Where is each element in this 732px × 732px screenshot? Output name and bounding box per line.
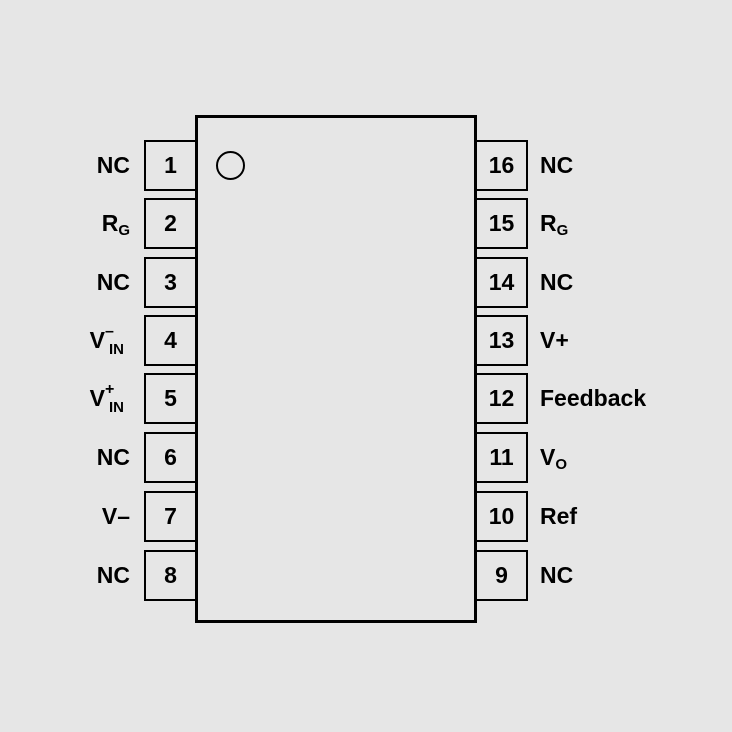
pin-8-box: 8: [144, 550, 195, 601]
pin-3-label-text: NC: [96, 269, 130, 295]
pin-5-box: 5: [144, 373, 195, 424]
pin-14-label: NC: [540, 257, 573, 308]
pin-14-number: 14: [488, 269, 515, 295]
pin-1-label-text: NC: [96, 152, 130, 178]
pin-12-label: Feedback: [540, 373, 646, 424]
pin-2-number: 2: [164, 210, 177, 236]
pin-7-box: 7: [144, 491, 195, 542]
pin-15-label-main: R: [540, 210, 557, 236]
pin-7-label-text: V–: [101, 503, 130, 529]
pin-4-label-sup: –: [105, 323, 114, 340]
pin-3-box: 3: [144, 257, 195, 308]
pin-10-number: 10: [488, 503, 515, 529]
pin-11-label-main: V: [540, 444, 556, 470]
pin-9-number: 9: [495, 562, 508, 588]
pin-12-label-text: Feedback: [540, 385, 647, 411]
pin-13-label: V+: [540, 315, 569, 366]
pin-8-label-text: NC: [96, 562, 130, 588]
pin-16-label-text: NC: [540, 152, 574, 178]
pin-2-label-main: R: [101, 210, 119, 236]
pin-10-label-text: Ref: [540, 503, 578, 529]
pin-9-label-text: NC: [540, 562, 574, 588]
pin-12-box: 12: [477, 373, 528, 424]
pin-16-box: 16: [477, 140, 528, 191]
pin-6-label-text: NC: [96, 444, 130, 470]
chip-body: [195, 115, 477, 623]
pin-1-label: NC: [97, 140, 130, 191]
pin-2-box: 2: [144, 198, 195, 249]
pin-4-label: V–IN: [90, 315, 130, 366]
pin-10-label: Ref: [540, 491, 577, 542]
pin-1-number: 1: [164, 152, 177, 178]
pin-15-number: 15: [488, 210, 515, 236]
pin-5-label-sub: IN: [109, 399, 124, 416]
pin-11-box: 11: [477, 432, 528, 483]
pin-10-box: 10: [477, 491, 528, 542]
pin-5-label-sup: +: [105, 381, 115, 398]
pin-13-label-text: V+: [540, 327, 569, 353]
pin-4-label-main: V: [89, 327, 105, 353]
pin-13-box: 13: [477, 315, 528, 366]
pin-4-number: 4: [164, 327, 177, 353]
pin-15-box: 15: [477, 198, 528, 249]
pin-13-number: 13: [488, 327, 515, 353]
pin-16-number: 16: [488, 152, 515, 178]
pin-14-label-text: NC: [540, 269, 574, 295]
pin-5-label: V+IN: [90, 373, 130, 424]
pin-4-box: 4: [144, 315, 195, 366]
pin-14-box: 14: [477, 257, 528, 308]
pin-5-label-main: V: [89, 385, 105, 411]
pin-5-number: 5: [164, 385, 177, 411]
pin-3-label: NC: [97, 257, 130, 308]
pin-6-label: NC: [97, 432, 130, 483]
pin-11-number: 11: [489, 444, 514, 470]
pin-1-box: 1: [144, 140, 195, 191]
pin-7-label: V–: [102, 491, 130, 542]
pin-7-number: 7: [164, 503, 177, 529]
pin-8-label: NC: [97, 550, 130, 601]
pin-9-box: 9: [477, 550, 528, 601]
pin-16-label: NC: [540, 140, 573, 191]
pin-9-label: NC: [540, 550, 573, 601]
pin-6-number: 6: [164, 444, 177, 470]
pin-4-label-sub: IN: [109, 341, 124, 358]
pin-12-number: 12: [488, 385, 515, 411]
pin-3-number: 3: [164, 269, 177, 295]
pin-6-box: 6: [144, 432, 195, 483]
pin-8-number: 8: [164, 562, 177, 588]
pin1-indicator-icon: [216, 151, 245, 180]
